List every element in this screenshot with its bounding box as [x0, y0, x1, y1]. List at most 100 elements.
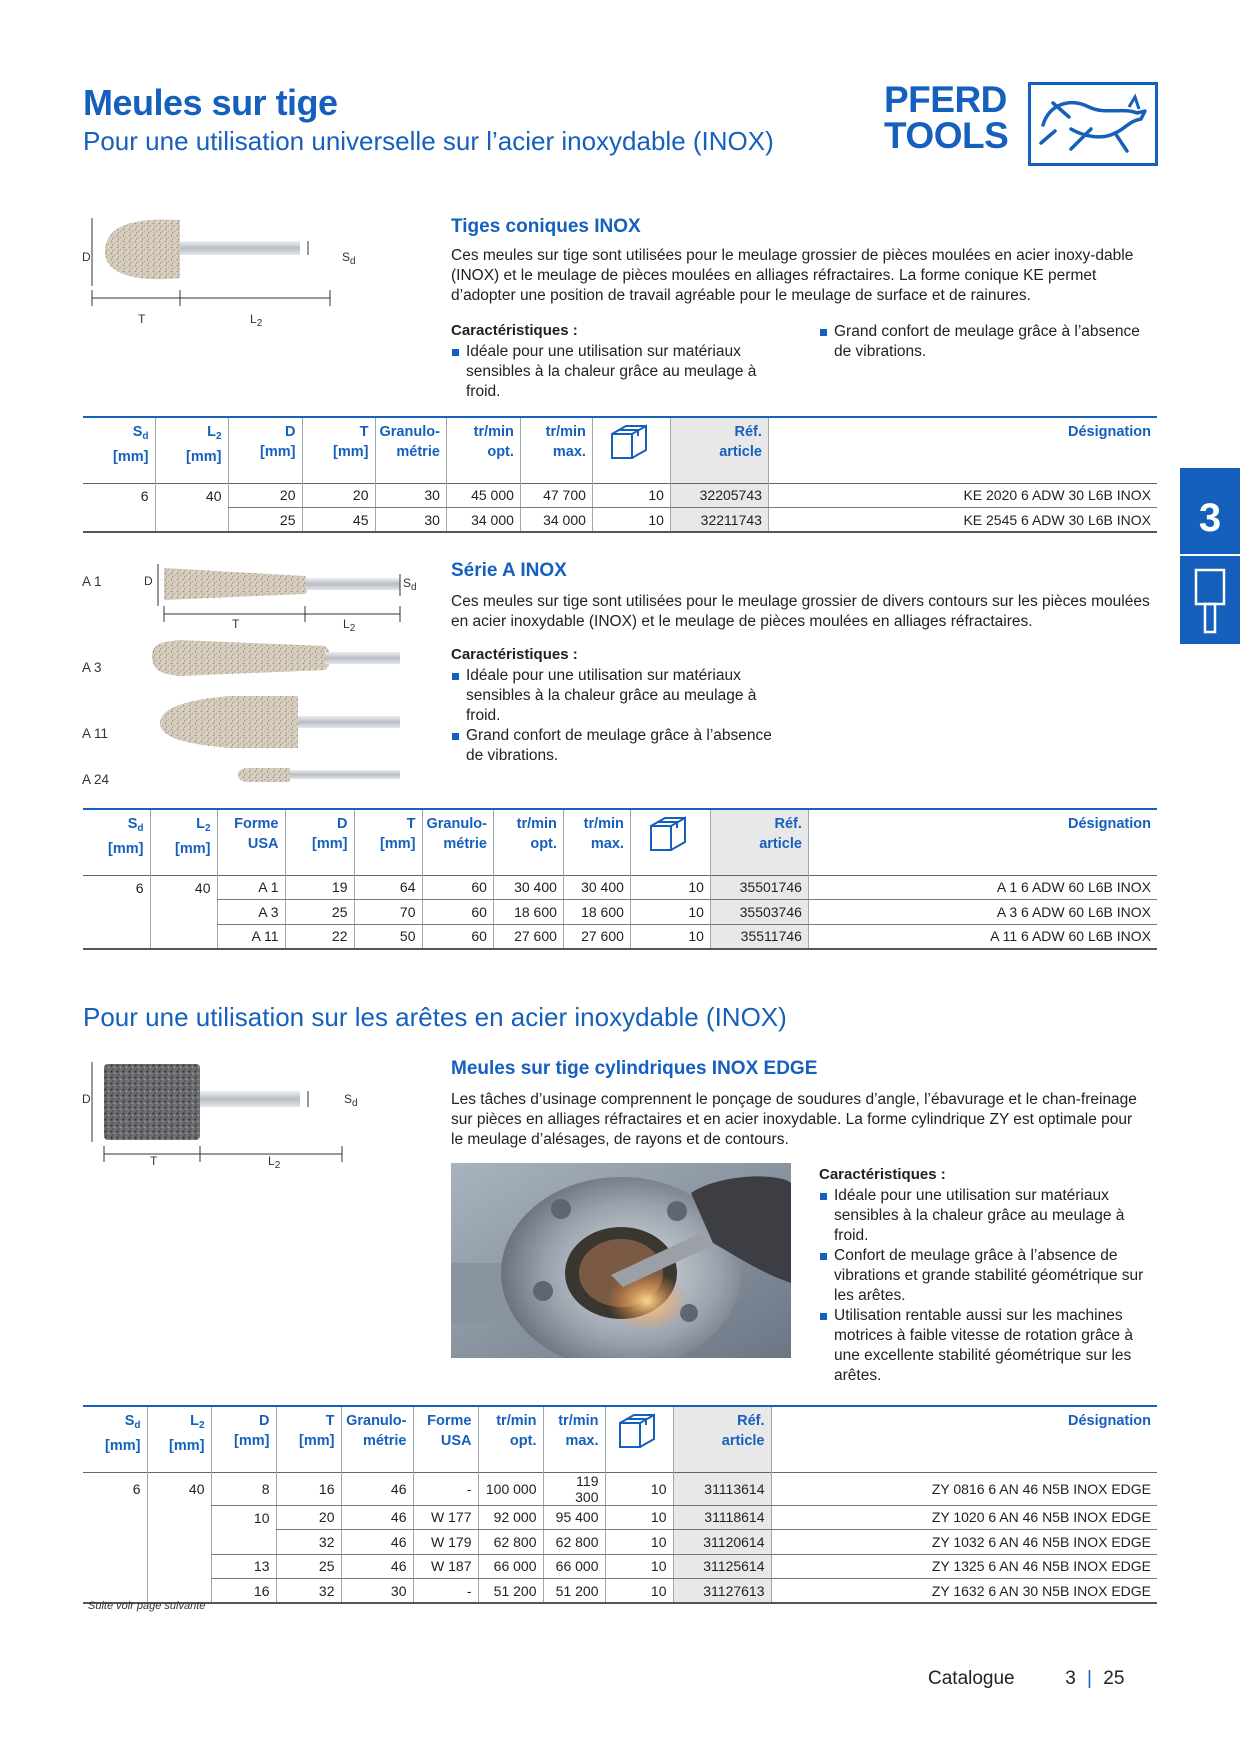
col-t: T[mm]: [275, 1406, 341, 1472]
list-item: Idéale pour une utilisation sur matériau…: [451, 342, 781, 402]
section-heading-edge: Meules sur tige cylindriques INOX EDGE: [451, 1058, 818, 1079]
col-l2: L2[mm]: [146, 1406, 211, 1472]
dim-sd-label: Sd: [403, 576, 417, 593]
footer-label: Catalogue: [928, 1668, 1015, 1689]
package-icon: [619, 1413, 655, 1448]
col-grit: Granulo-métrie: [374, 417, 447, 483]
dim-t-label: T: [232, 617, 240, 631]
list-item: Grand confort de meulage grâce à l’absen…: [451, 726, 781, 766]
section-text-conical: Ces meules sur tige sont utilisées pour …: [451, 247, 1134, 304]
col-ref: Réf.article: [709, 809, 809, 875]
section-subtitle-edge: Pour une utilisation sur les arêtes en a…: [83, 1002, 787, 1032]
col-ref: Réf.article: [669, 417, 769, 483]
mounted-point-icon: [1194, 568, 1226, 634]
col-pack: [629, 809, 711, 875]
page-subtitle: Pour une utilisation universelle sur l’a…: [83, 126, 774, 156]
footer-chapter: 3: [1065, 1668, 1076, 1689]
features-list: Idéale pour une utilisation sur matériau…: [451, 666, 781, 766]
features-list: Grand confort de meulage grâce à l’absen…: [819, 322, 1149, 362]
col-grit: Granulo-métrie: [421, 809, 494, 875]
section-heading-series-a: Série A INOX: [451, 560, 567, 581]
series-a-diagram: [152, 564, 401, 782]
horse-logo-icon: [1028, 82, 1158, 166]
dim-t-label: T: [150, 1154, 158, 1168]
col-designation: Désignation: [767, 417, 1157, 483]
package-icon: [650, 816, 687, 851]
list-item: Idéale pour une utilisation sur matériau…: [451, 666, 781, 726]
features-list: Idéale pour une utilisation sur matériau…: [451, 342, 781, 402]
features-heading: Caractéristiques :: [451, 646, 578, 663]
col-ref: Réf.article: [672, 1406, 771, 1472]
col-sd: Sd[mm]: [105, 1413, 141, 1454]
shape-label-a11: A 11: [82, 726, 109, 741]
col-pack: [604, 1406, 673, 1472]
col-designation: Désignation: [807, 809, 1157, 875]
list-item: Utilisation rentable aussi sur les machi…: [819, 1306, 1154, 1386]
list-item: Confort de meulage grâce à l’absence de …: [819, 1246, 1154, 1306]
col-t: T[mm]: [353, 809, 422, 875]
col-sd: Sd[mm]: [113, 424, 149, 465]
dim-sd-label: Sd: [344, 1092, 358, 1109]
dim-d-label: D: [82, 1092, 91, 1106]
logo-text: PFERD TOOLS: [884, 79, 1009, 156]
dim-sd-label: Sd: [342, 250, 356, 267]
page-footer: Catalogue 3 | 25: [928, 1668, 1124, 1690]
col-sd: Sd[mm]: [108, 816, 144, 857]
shape-label-a1: A 1: [82, 574, 102, 589]
chapter-number: 3: [1198, 496, 1222, 540]
footer-separator: |: [1087, 1668, 1092, 1689]
spec-table-edge: Sd[mm] L2[mm] D[mm] T[mm] Granulo-métrie…: [83, 1405, 1157, 1604]
dim-t-label: T: [138, 312, 146, 326]
section-heading-conical: Tiges coniques INOX: [451, 216, 641, 237]
section-text-edge: Les tâches d’usinage comprennent le ponç…: [451, 1091, 1137, 1148]
dim-l2-label: L2: [343, 617, 356, 634]
features-heading: Caractéristiques :: [451, 322, 578, 339]
list-item: Idéale pour une utilisation sur matériau…: [819, 1186, 1154, 1246]
col-designation: Désignation: [770, 1406, 1157, 1472]
application-photo: [451, 1163, 791, 1358]
features-list: Idéale pour une utilisation sur matériau…: [819, 1186, 1154, 1386]
col-d: D[mm]: [227, 417, 302, 483]
section-text-series-a: Ces meules sur tige sont utilisées pour …: [451, 593, 1150, 630]
shape-label-a3: A 3: [82, 660, 102, 675]
col-t: T[mm]: [301, 417, 375, 483]
pferd-logo: PFERD TOOLS: [884, 79, 1158, 166]
col-l2: L2[mm]: [154, 417, 228, 483]
dim-d-label: D: [82, 250, 91, 264]
continued-note: Suite voir page suivante: [88, 1600, 206, 1612]
list-item: Grand confort de meulage grâce à l’absen…: [819, 322, 1149, 362]
spec-table-conical: Sd[mm] L2[mm] D[mm] T[mm] Granulo-métrie…: [83, 416, 1157, 533]
col-l2: L2[mm]: [149, 809, 217, 875]
page-title: Meules sur tige: [83, 82, 338, 123]
dim-d-label: D: [144, 574, 153, 588]
shape-label-a24: A 24: [82, 772, 110, 787]
footer-page: 25: [1103, 1668, 1125, 1689]
col-pack: [591, 417, 671, 483]
package-icon: [611, 424, 648, 459]
conical-point-diagram: [91, 218, 331, 306]
dim-l2-label: L2: [268, 1154, 281, 1171]
col-grit: Granulo-métrie: [340, 1406, 413, 1472]
dim-l2-label: L2: [250, 312, 263, 329]
col-d: D[mm]: [210, 1406, 276, 1472]
cylindrical-point-diagram: [91, 1062, 343, 1162]
tab-divider: [1180, 554, 1240, 556]
